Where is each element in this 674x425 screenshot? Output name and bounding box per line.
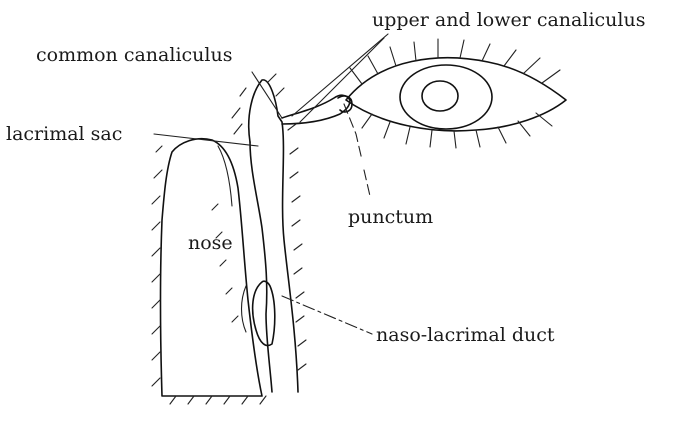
label-naso-lacrimal-duct: naso-lacrimal duct bbox=[376, 324, 555, 346]
eyelashes-upper bbox=[350, 39, 560, 84]
nose-outline bbox=[161, 139, 263, 396]
iris bbox=[400, 65, 492, 129]
eye bbox=[346, 39, 566, 148]
sac-inner-wall bbox=[250, 142, 272, 392]
turbinate-edge bbox=[242, 286, 247, 332]
label-lacrimal-sac: lacrimal sac bbox=[6, 123, 122, 145]
lacrimal-sac bbox=[249, 80, 298, 392]
lower-canaliculus bbox=[282, 100, 350, 124]
label-nose: nose bbox=[188, 232, 233, 254]
label-upper-lower-canaliculus: upper and lower canaliculus bbox=[372, 9, 645, 31]
canaliculi bbox=[282, 95, 352, 124]
leader-lacrimal-sac bbox=[154, 134, 258, 146]
label-common-canaliculus: common canaliculus bbox=[36, 44, 232, 66]
sac-outline bbox=[249, 80, 298, 392]
eye-outline bbox=[346, 58, 566, 131]
label-punctum: punctum bbox=[348, 206, 433, 228]
pupil bbox=[422, 81, 458, 111]
leader-naso-lacrimal-duct bbox=[282, 296, 372, 334]
leader-upper-lower-canaliculus bbox=[292, 34, 388, 116]
turbinate-shape bbox=[253, 281, 275, 345]
leader-upper-lower-canaliculus-2 bbox=[300, 38, 384, 122]
leader-punctum bbox=[344, 104, 370, 196]
nose-inner bbox=[218, 146, 232, 206]
nose bbox=[161, 139, 263, 396]
